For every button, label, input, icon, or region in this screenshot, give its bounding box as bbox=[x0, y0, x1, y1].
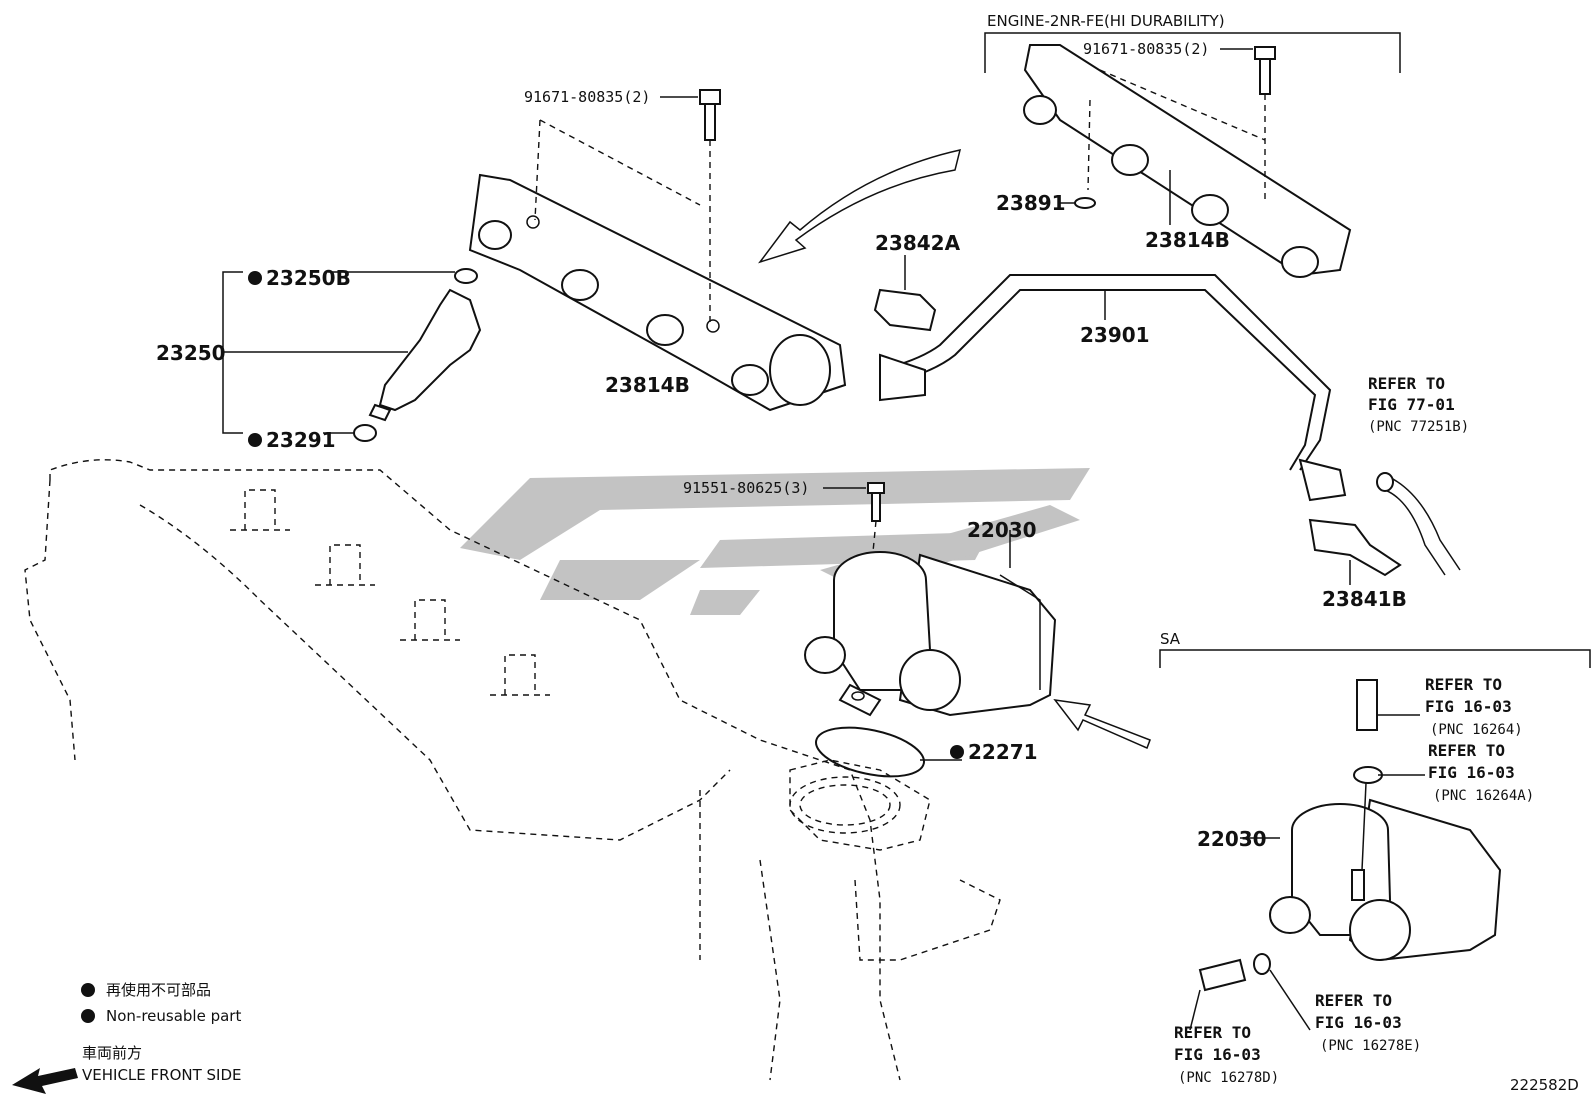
fuel-delivery-pipe-left bbox=[468, 173, 847, 412]
ref-77-line2: FIG 77-01 bbox=[1368, 395, 1455, 414]
fuel-delivery-pipe-right bbox=[984, 32, 1401, 278]
direction-arrow-curved bbox=[758, 149, 962, 264]
ref-16278d-line1: REFER TO bbox=[1174, 1023, 1251, 1042]
label-insulator: 23291 bbox=[266, 428, 336, 452]
non-reusable-marker-23250b bbox=[248, 271, 262, 285]
ref-16264-pnc: (PNC 16264) bbox=[1430, 722, 1523, 738]
ref-16278e-line1: REFER TO bbox=[1315, 991, 1392, 1010]
front-arrow-icon bbox=[12, 1068, 78, 1094]
label-fuel-hose: 23901 bbox=[1080, 323, 1150, 347]
ref-77-pnc: (PNC 77251B) bbox=[1368, 419, 1469, 435]
label-injector: 23250 bbox=[156, 341, 226, 365]
label-bolt-top-left: 91671-80835(2) bbox=[524, 88, 650, 106]
label-bolt-throttle: 91551-80625(3) bbox=[683, 479, 809, 497]
ref-77-line1: REFER TO bbox=[1368, 374, 1445, 393]
ref-16264-line2: FIG 16-03 bbox=[1425, 697, 1512, 716]
ref-16264a-pnc: (PNC 16264A) bbox=[1433, 788, 1534, 804]
label-bolt-top-right: 91671-80835(2) bbox=[1083, 40, 1209, 58]
throttle-body-sa bbox=[1159, 649, 1591, 1031]
label-throttle-body-main: 22030 bbox=[967, 518, 1037, 542]
label-throttle-body-sa: 22030 bbox=[1197, 827, 1267, 851]
labels: ENGINE-2NR-FE(HI DURABILITY) SA 91671-80… bbox=[12, 12, 1579, 1094]
label-gasket: 22271 bbox=[968, 740, 1038, 764]
diagram-code: 222582D bbox=[1510, 1076, 1579, 1094]
label-delivery-pipe-right: 23814B bbox=[1145, 228, 1230, 252]
legend-marker-1 bbox=[81, 983, 95, 997]
engine-block-outline bbox=[24, 459, 1001, 1081]
non-reusable-marker-22271 bbox=[950, 745, 964, 759]
ref-16264a-line2: FIG 16-03 bbox=[1428, 763, 1515, 782]
label-clip-a: 23842A bbox=[875, 231, 961, 255]
legend-japanese: 再使用不可部品 bbox=[106, 981, 211, 999]
gasket-ring bbox=[815, 726, 962, 778]
label-clip-b: 23841B bbox=[1322, 587, 1407, 611]
bolt-top-left bbox=[534, 89, 721, 322]
front-label-english: VEHICLE FRONT SIDE bbox=[82, 1066, 242, 1084]
front-label-japanese: 車両前方 bbox=[82, 1044, 142, 1062]
engine-variant-header: ENGINE-2NR-FE(HI DURABILITY) bbox=[987, 12, 1225, 30]
fuel-hose bbox=[879, 274, 1461, 576]
legend-english: Non-reusable part bbox=[106, 1007, 241, 1025]
label-o-ring: 23250B bbox=[266, 266, 351, 290]
clip-23842a bbox=[873, 255, 937, 332]
legend-marker-2 bbox=[81, 1009, 95, 1023]
intake-flange bbox=[789, 759, 931, 851]
sa-variant-header: SA bbox=[1160, 630, 1181, 648]
injector-assembly bbox=[221, 268, 482, 442]
ref-16278d-line2: FIG 16-03 bbox=[1174, 1045, 1261, 1064]
ref-16264-line1: REFER TO bbox=[1425, 675, 1502, 694]
clip-23841b bbox=[1308, 518, 1402, 585]
non-reusable-marker-23291 bbox=[248, 433, 262, 447]
direction-arrow-throttle bbox=[1053, 698, 1151, 750]
ref-16278e-line2: FIG 16-03 bbox=[1315, 1013, 1402, 1032]
throttle-body-main bbox=[804, 530, 1057, 717]
label-delivery-pipe-left: 23814B bbox=[605, 373, 690, 397]
ref-16264a-line1: REFER TO bbox=[1428, 741, 1505, 760]
ref-16278d-pnc: (PNC 16278D) bbox=[1178, 1070, 1279, 1086]
label-spacer: 23891 bbox=[996, 191, 1066, 215]
ref-16278e-pnc: (PNC 16278E) bbox=[1320, 1038, 1421, 1054]
